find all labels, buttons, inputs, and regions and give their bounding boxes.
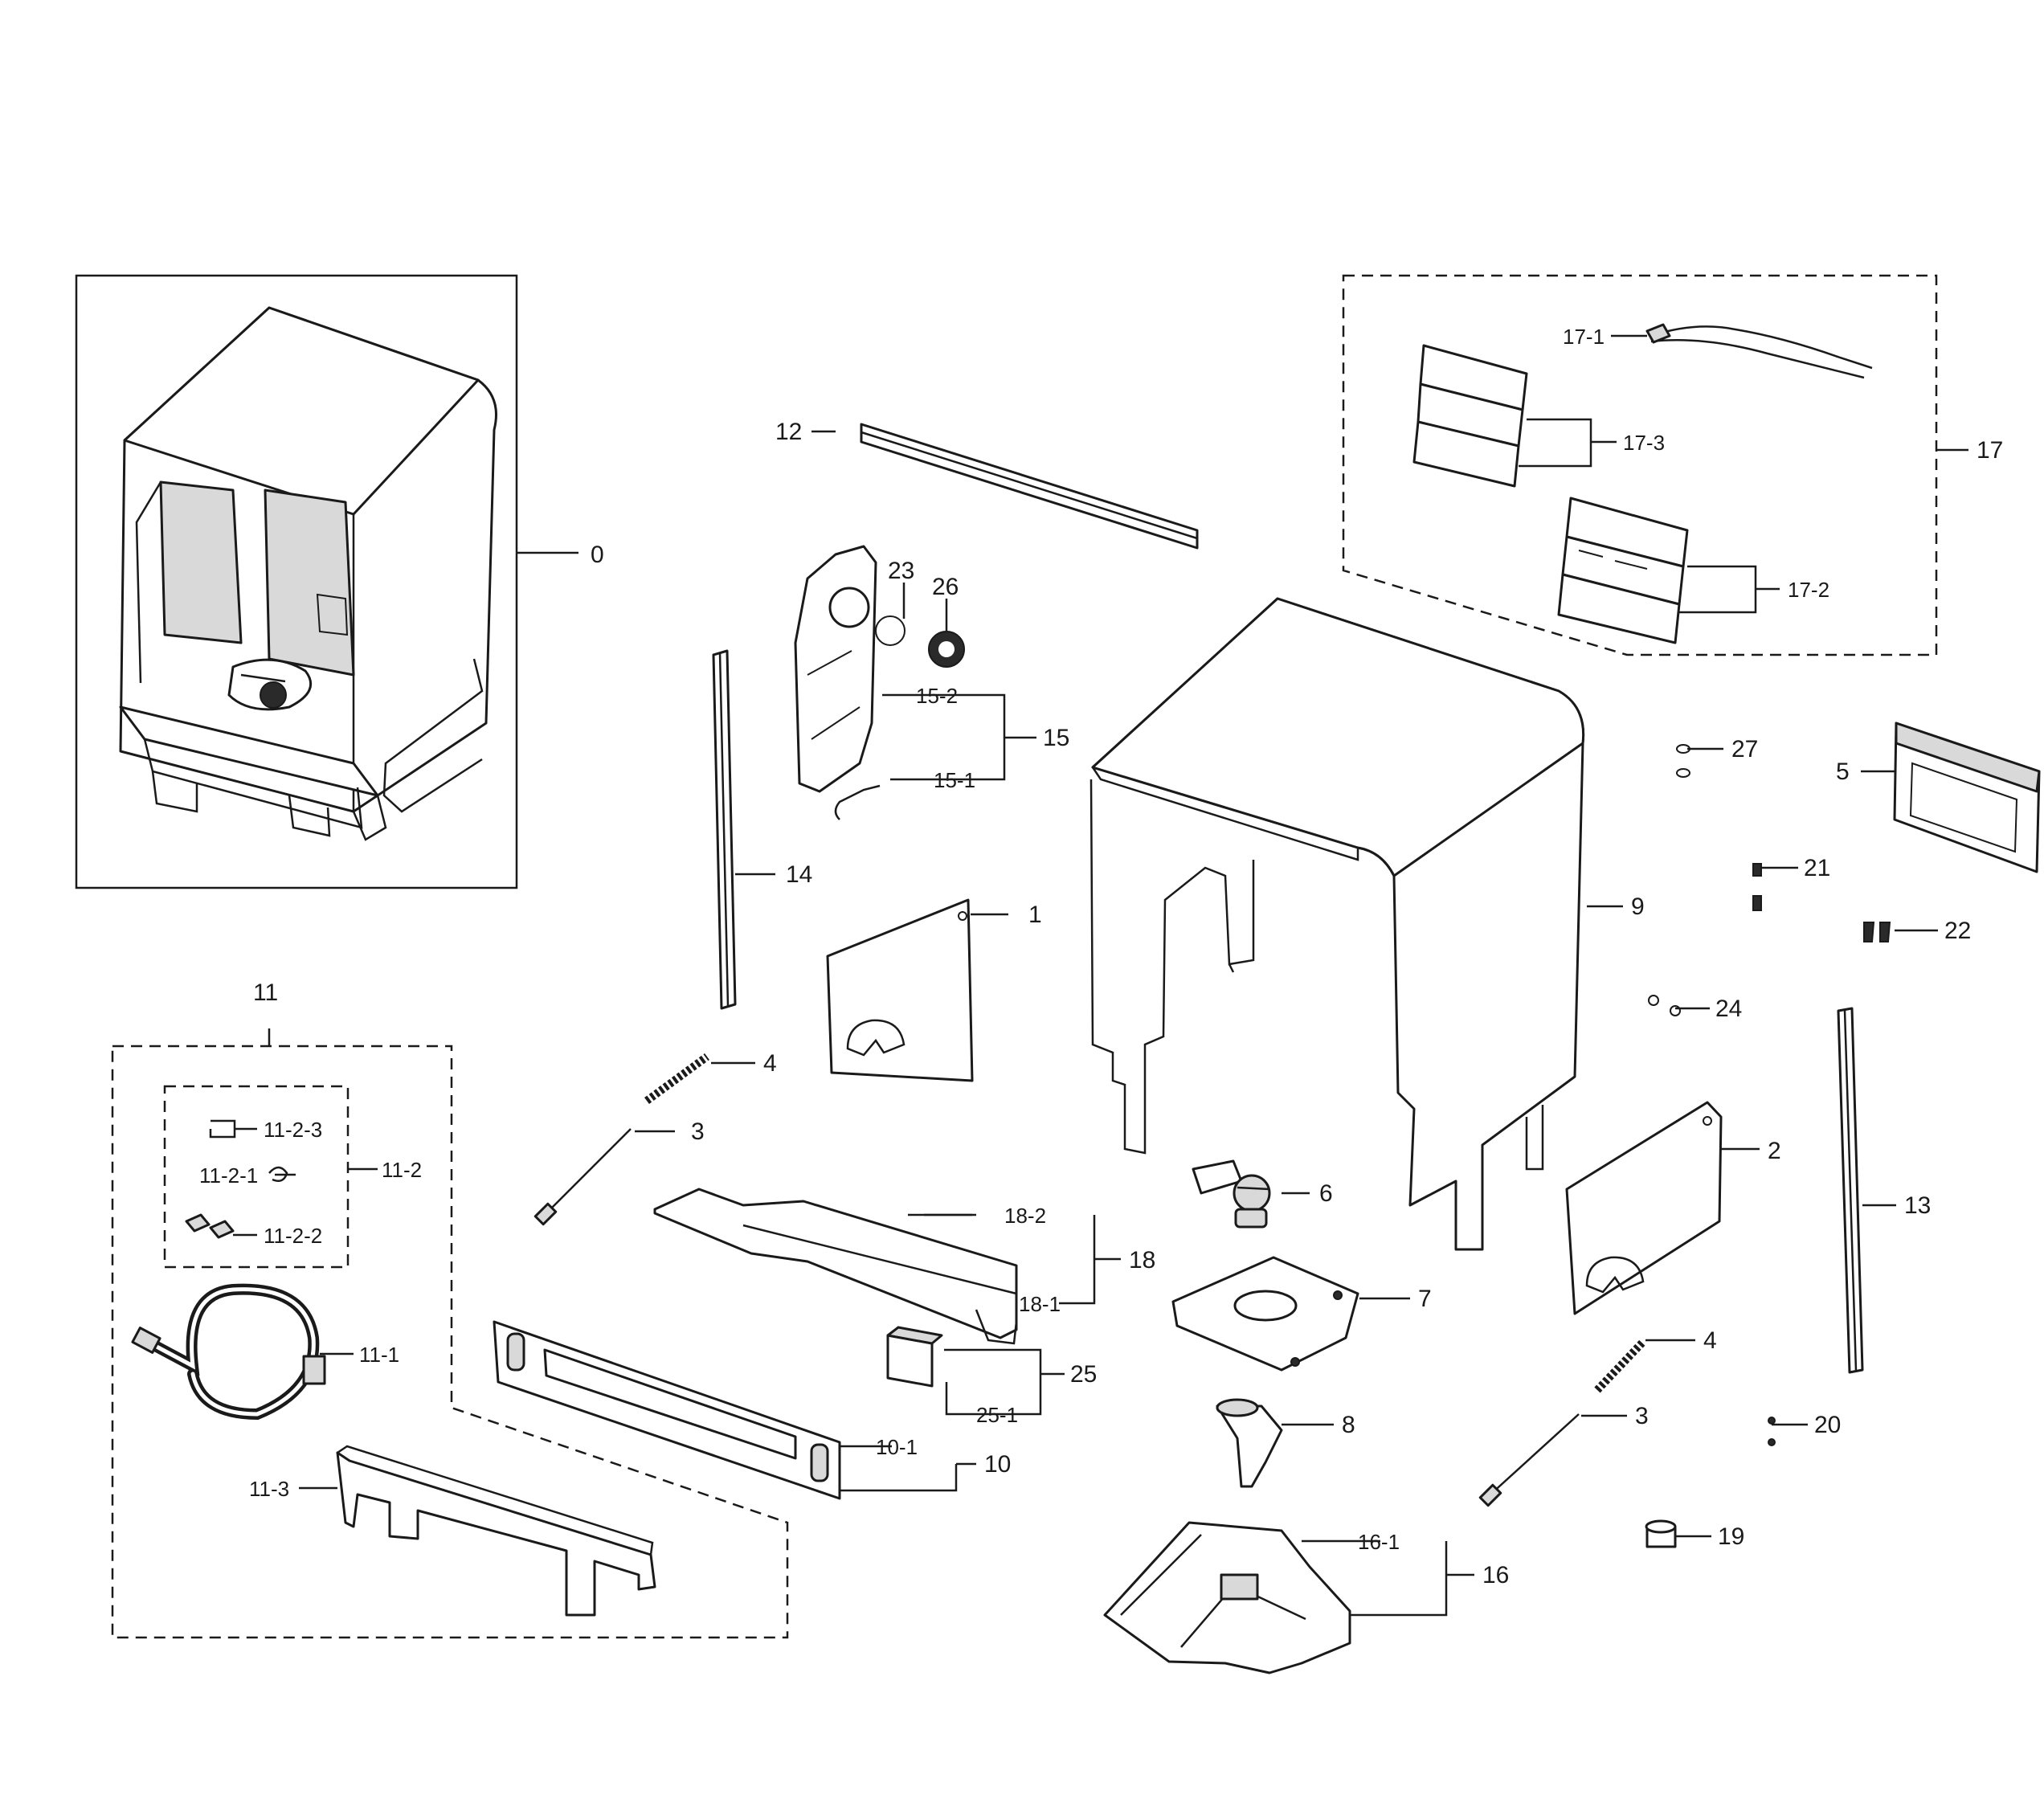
label-27: 27 (1731, 736, 1758, 763)
label-17-3: 17-3 (1623, 431, 1665, 455)
label-13: 13 (1904, 1192, 1931, 1219)
part-4-spring-left (644, 1053, 709, 1105)
label-19: 19 (1718, 1523, 1744, 1550)
label-21: 21 (1804, 855, 1830, 881)
assembly-0-box (75, 274, 518, 889)
label-1: 1 (1028, 902, 1042, 928)
part-8-filter (1216, 1398, 1283, 1488)
label-11-1: 11-1 (359, 1343, 399, 1367)
label-26: 26 (932, 574, 959, 600)
label-2: 2 (1768, 1138, 1781, 1164)
label-11-2: 11-2 (382, 1158, 422, 1182)
part-2-panel (1565, 1101, 1723, 1315)
label-15: 15 (1043, 725, 1069, 751)
label-25: 25 (1070, 1361, 1097, 1388)
label-6: 6 (1319, 1180, 1333, 1207)
label-10-1: 10-1 (876, 1435, 918, 1459)
part-10-frame (493, 1320, 841, 1500)
leader-lines (233, 334, 1968, 1617)
label-11-2-3: 11-2-3 (264, 1118, 322, 1142)
label-20: 20 (1814, 1412, 1841, 1438)
part-14-vrail (712, 649, 737, 1010)
label-15-1: 15-1 (934, 768, 975, 792)
label-25-1: 25-1 (976, 1403, 1018, 1427)
label-18-2: 18-2 (1004, 1204, 1046, 1228)
label-14: 14 (786, 861, 812, 888)
label-9: 9 (1631, 893, 1645, 920)
label-18-1: 18-1 (1019, 1292, 1061, 1316)
label-11-3: 11-3 (249, 1477, 289, 1501)
label-24: 24 (1715, 996, 1742, 1022)
label-17-2: 17-2 (1788, 578, 1829, 602)
label-17: 17 (1977, 437, 2003, 464)
label-23: 23 (888, 558, 914, 584)
part-5-bracket (1893, 722, 2041, 873)
part-15-plate (794, 545, 965, 820)
part-4-spring-right (1594, 1339, 1646, 1393)
label-11-2-1: 11-2-1 (199, 1163, 258, 1188)
part-7-gasket (1171, 1256, 1359, 1372)
kit-17-dashed-box (1342, 274, 1938, 656)
label-16-1: 16-1 (1358, 1530, 1400, 1554)
label-17-1: 17-1 (1563, 325, 1605, 349)
label-4-left: 4 (763, 1050, 777, 1077)
label-11-2-2: 11-2-2 (264, 1224, 322, 1248)
part-25-block (886, 1326, 943, 1388)
label-15-2: 15-2 (916, 684, 958, 708)
fasteners (1645, 744, 1891, 1548)
part-6-pump (1192, 1159, 1271, 1229)
label-8: 8 (1342, 1412, 1355, 1438)
label-18: 18 (1129, 1247, 1155, 1274)
label-3-right: 3 (1635, 1403, 1649, 1429)
part-1-panel (826, 898, 974, 1082)
part-labels: 0 1 2 3 3 4 4 5 6 7 8 9 10 10-1 11 11-1 … (199, 325, 2003, 1588)
label-0: 0 (591, 542, 604, 568)
part-16-base (1103, 1521, 1351, 1674)
part-18-plate (653, 1188, 1018, 1345)
kit-11-dashed-box (111, 1028, 789, 1639)
part-13-vrail (1837, 1007, 1864, 1374)
label-11: 11 (253, 979, 278, 1006)
label-4-right: 4 (1703, 1327, 1717, 1354)
label-16: 16 (1482, 1562, 1509, 1588)
label-5: 5 (1836, 758, 1850, 785)
label-22: 22 (1944, 918, 1971, 944)
part-3-rod-left (533, 1128, 632, 1226)
part-12-rail (860, 423, 1199, 550)
label-10: 10 (984, 1451, 1011, 1478)
part-3-rod-right (1478, 1413, 1580, 1507)
label-3-left: 3 (691, 1118, 705, 1145)
label-12: 12 (775, 419, 802, 445)
label-7: 7 (1418, 1286, 1432, 1312)
part-9-tub (1089, 597, 1585, 1251)
